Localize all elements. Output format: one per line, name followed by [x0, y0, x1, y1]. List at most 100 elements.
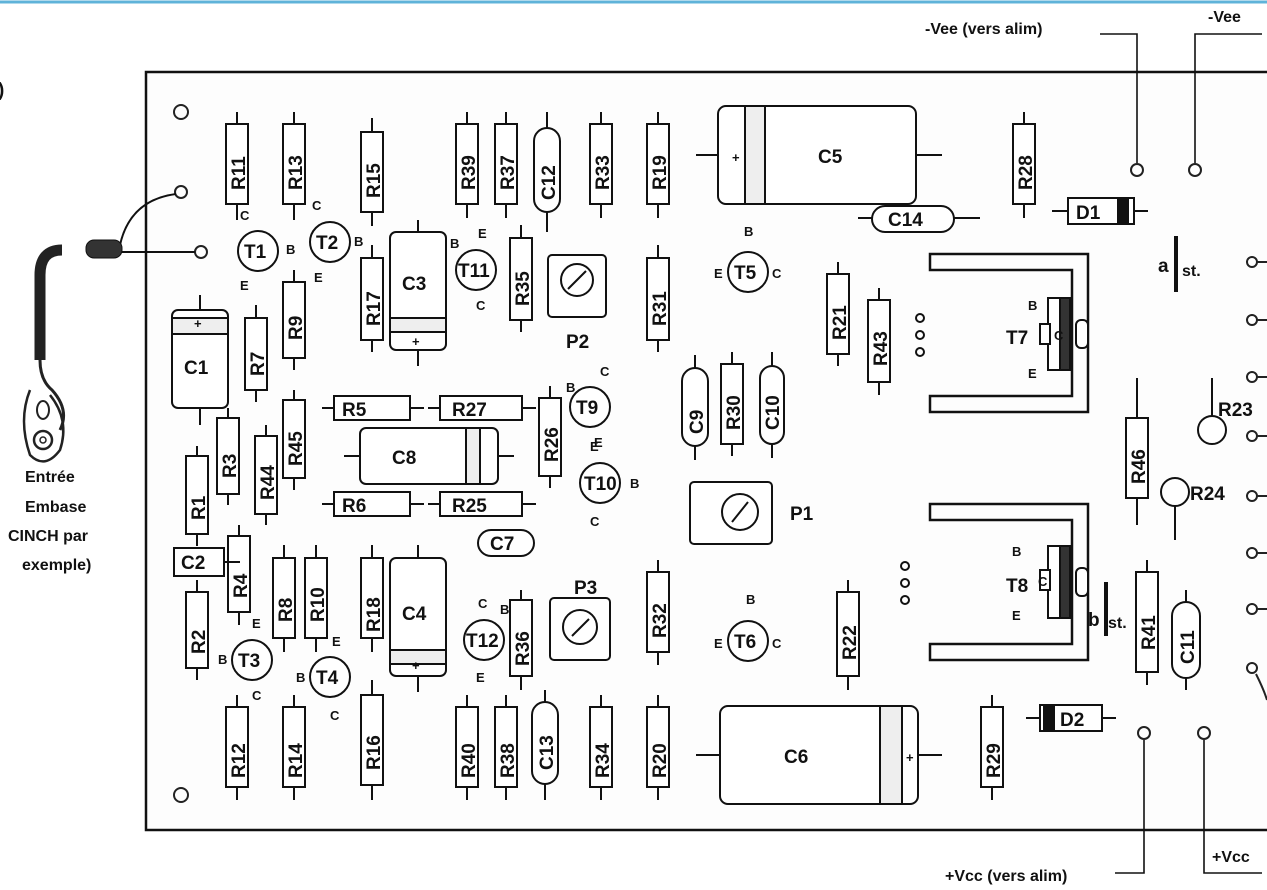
resistor-r33 — [589, 112, 613, 218]
input-note-4: exemple) — [22, 557, 91, 574]
svg-text:B: B — [354, 234, 363, 249]
svg-text:E: E — [1028, 366, 1037, 381]
label-r32: R32 — [650, 603, 671, 638]
transistor-t9 — [569, 386, 611, 428]
svg-text:E: E — [714, 266, 723, 281]
label-t5: T5 — [734, 263, 757, 284]
label-c9: C9 — [687, 410, 708, 434]
label-r43: R43 — [871, 331, 892, 366]
svg-text:C: C — [252, 688, 262, 703]
svg-text:E: E — [594, 435, 603, 450]
transistor-t6 — [727, 620, 769, 662]
resistor-r16 — [360, 680, 384, 800]
resistor-r40 — [455, 695, 479, 800]
label-r9: R9 — [286, 316, 307, 340]
label-r45: R45 — [286, 431, 307, 466]
svg-text:B: B — [286, 242, 295, 257]
svg-text:+: + — [732, 150, 740, 165]
svg-text:C: C — [240, 208, 250, 223]
label-r8: R8 — [276, 598, 297, 622]
label-t1: T1 — [244, 242, 267, 263]
resistor-r1 — [185, 446, 209, 546]
resistor-r27 — [428, 395, 536, 421]
label-d1: D1 — [1076, 203, 1101, 224]
label-r18: R18 — [364, 597, 385, 632]
svg-text:C: C — [312, 198, 322, 213]
capacitor-c11 — [1171, 590, 1201, 690]
svg-text:E: E — [240, 278, 249, 293]
diode-d2 — [1026, 704, 1116, 732]
label-r14: R14 — [286, 743, 307, 778]
transistor-t3 — [231, 639, 273, 681]
capacitor-c13 — [531, 690, 559, 800]
resistor-r38 — [494, 695, 518, 800]
label-r40: R40 — [459, 743, 480, 778]
pot-p2 — [547, 254, 607, 318]
label-r30: R30 — [724, 395, 745, 430]
resistor-r43 — [867, 288, 891, 395]
label-r1: R1 — [189, 495, 210, 520]
svg-text:E: E — [1012, 608, 1021, 623]
resistor-r10 — [304, 545, 328, 652]
resistor-r31 — [646, 245, 670, 352]
label-r15: R15 — [364, 163, 385, 198]
resistor-r24 — [1160, 477, 1190, 507]
svg-text:B: B — [566, 380, 575, 395]
resistor-r8 — [272, 545, 296, 652]
resistor-r4 — [227, 525, 251, 625]
label-r5: R5 — [342, 400, 367, 421]
label-r31: R31 — [650, 291, 671, 326]
transistor-t12 — [463, 619, 505, 661]
pot-p1 — [689, 481, 773, 545]
resistor-r2 — [185, 580, 209, 680]
capacitor-c14 — [858, 205, 980, 233]
resistor-r41 — [1135, 560, 1159, 685]
svg-text:B: B — [744, 224, 753, 239]
label-t8: T8 — [1006, 576, 1028, 597]
svg-text:E: E — [478, 226, 487, 241]
resistor-r26 — [538, 386, 562, 488]
label-p1: P1 — [790, 504, 814, 525]
label-r3: R3 — [220, 454, 241, 478]
svg-text:C: C — [772, 636, 782, 651]
resistor-r36 — [509, 590, 533, 690]
resistor-r37 — [494, 112, 518, 218]
svg-text:B: B — [1028, 298, 1037, 313]
label-r33: R33 — [593, 155, 614, 190]
label-t6: T6 — [734, 632, 756, 653]
label-r25: R25 — [452, 496, 487, 517]
label-c3: C3 — [402, 274, 426, 295]
input-note-2: Embase — [25, 499, 86, 516]
svg-text:C: C — [772, 266, 782, 281]
label-c12: C12 — [539, 165, 560, 200]
svg-text:+: + — [412, 658, 420, 673]
capacitor-c3 — [389, 220, 447, 366]
label-r10: R10 — [308, 587, 329, 622]
label-r38: R38 — [498, 743, 519, 778]
label-r12: R12 — [229, 743, 250, 778]
resistor-r32 — [646, 560, 670, 665]
resistor-r22 — [836, 580, 860, 690]
capacitor-c9 — [681, 355, 709, 460]
capacitor-c6 — [696, 705, 942, 805]
label-t11: T11 — [458, 261, 490, 282]
resistor-r3 — [216, 408, 240, 505]
svg-text:E: E — [332, 634, 341, 649]
transistor-t5 — [727, 251, 769, 293]
label-r24: R24 — [1190, 484, 1225, 505]
resistor-r46 — [1125, 378, 1149, 525]
capacitor-c4 — [389, 545, 447, 692]
vcc-supply-label: +Vcc (vers alim) — [945, 868, 1067, 885]
resistor-r25 — [428, 491, 536, 517]
svg-text:B: B — [1012, 544, 1021, 559]
capacitor-c2 — [173, 547, 240, 577]
capacitor-c10 — [759, 352, 785, 458]
svg-text:B: B — [630, 476, 639, 491]
svg-text:E: E — [314, 270, 323, 285]
svg-text:st.: st. — [1182, 263, 1201, 280]
svg-text:C: C — [1038, 574, 1048, 589]
transistor-t10 — [579, 462, 621, 504]
resistor-r9 — [282, 270, 306, 370]
svg-text:C: C — [330, 708, 340, 723]
label-t10: T10 — [584, 474, 617, 495]
